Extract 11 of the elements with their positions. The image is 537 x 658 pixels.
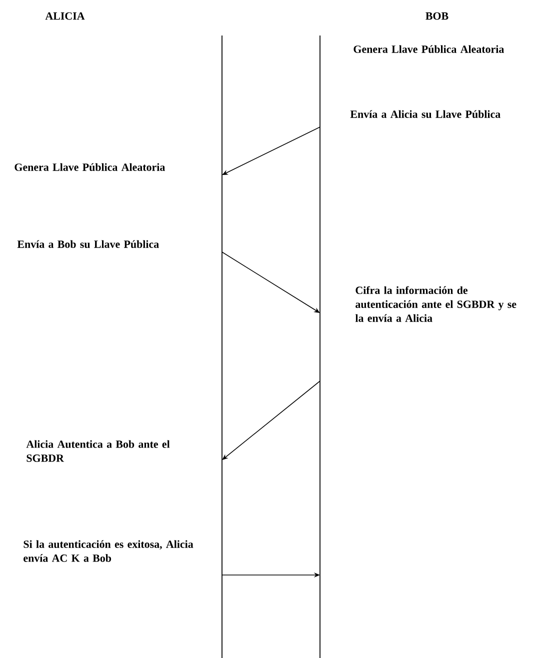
step-text: Genera Llave Pública Aleatoria — [354, 45, 504, 53]
arrow — [222, 380, 320, 460]
arrow — [222, 252, 320, 313]
lifeline-heading: BOB — [426, 12, 448, 20]
step-text: Genera Llave Pública Aleatoria — [14, 163, 165, 171]
lifeline-heading: ALICIA — [45, 12, 85, 20]
step-text: Si la autenticación es exitosa, Alicia envía AC K a Bob — [24, 540, 194, 562]
step-text: Envía a Bob su Llave Pública — [17, 240, 159, 248]
step-text: Alicia Autentica a Bob ante el SGBDR — [26, 440, 170, 462]
step-text: Cifra la información de autenticación ante el SGBDR y se la envía a Alicia — [355, 286, 516, 322]
step-text: Envía a Alicia su Llave Pública — [350, 110, 500, 118]
